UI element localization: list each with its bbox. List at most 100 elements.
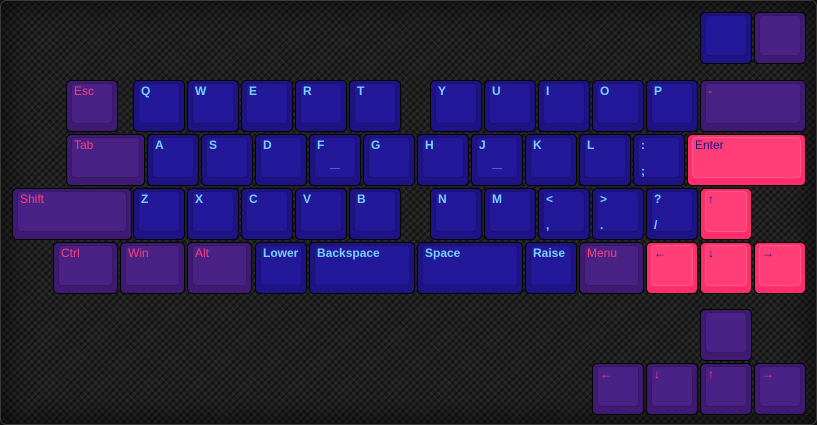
keycap-top [705,366,747,407]
key-h[interactable]: H [417,134,469,186]
keycap-top [260,137,302,178]
key-v[interactable]: V [295,188,347,240]
key-legend-secondary: , [546,218,550,232]
key-arrow-left[interactable]: ← [646,242,698,294]
keycap-top [152,137,194,178]
keycap-top [543,83,585,124]
keycap-top [192,83,234,124]
keycap-top [435,83,477,124]
key-legend: > [600,192,608,206]
key-legend: X [195,192,204,206]
key-z[interactable]: Z [133,188,185,240]
key-legend: V [303,192,312,206]
keycap-top [692,137,801,178]
key-c[interactable]: C [241,188,293,240]
key-p[interactable]: P [646,80,698,132]
key-b[interactable]: B [349,188,401,240]
keycap-top [597,83,639,124]
key-legend: M [492,192,502,206]
key-legend: I [546,84,550,98]
key-tab[interactable]: Tab [66,134,145,186]
key-y[interactable]: Y [430,80,482,132]
keycap-top [651,83,693,124]
key-legend: U [492,84,501,98]
key-legend: H [425,138,434,152]
key-legend: ↓ [654,367,660,381]
keycap-top [354,191,396,232]
key-cluster-right[interactable]: → [754,363,806,415]
keycap-top [476,137,518,178]
key-alt[interactable]: Alt [187,242,252,294]
key-j[interactable]: J [471,134,523,186]
keycap-top [192,191,234,232]
key-enter[interactable]: Enter [687,134,806,186]
keycap-top [759,245,801,286]
key-lower[interactable]: Lower [255,242,307,294]
key-semicolon[interactable]: :; [633,134,685,186]
key-e[interactable]: E [241,80,293,132]
key-arrow-up[interactable]: ↑ [700,188,752,240]
key-slash[interactable]: ?/ [646,188,698,240]
key-comma[interactable]: <, [538,188,590,240]
key-r[interactable]: R [295,80,347,132]
key-win[interactable]: Win [120,242,185,294]
key-raise[interactable]: Raise [525,242,577,294]
keycap-top [543,191,585,232]
keycap-top [300,83,342,124]
key-cluster-down[interactable]: ↓ [646,363,698,415]
key-legend: Tab [74,138,94,152]
key-x[interactable]: X [187,188,239,240]
key-extra-2[interactable] [754,12,806,64]
key-shift[interactable]: Shift [12,188,132,240]
key-d[interactable]: D [255,134,307,186]
key-arrow-down[interactable]: ↓ [700,242,752,294]
key-legend: Y [438,84,447,98]
key-backspace[interactable]: Backspace [309,242,415,294]
key-menu[interactable]: Menu [579,242,644,294]
key-o[interactable]: O [592,80,644,132]
keycap-top [300,191,342,232]
key-q[interactable]: Q [133,80,185,132]
key-g[interactable]: G [363,134,415,186]
key-extra-1[interactable] [700,12,752,64]
key-cluster-top[interactable] [700,309,752,361]
key-legend: ↓ [708,246,714,260]
key-legend: L [587,138,595,152]
key-space[interactable]: Space [417,242,523,294]
key-esc[interactable]: Esc [66,80,118,132]
key-legend: K [533,138,542,152]
key-k[interactable]: K [525,134,577,186]
homing-bump-icon [492,168,502,169]
key-cluster-up[interactable]: ↑ [700,363,752,415]
key-minus[interactable]: - [700,80,806,132]
key-a[interactable]: A [147,134,199,186]
key-n[interactable]: N [430,188,482,240]
key-i[interactable]: I [538,80,590,132]
key-legend: ← [600,367,612,381]
key-w[interactable]: W [187,80,239,132]
keycap-top [260,245,302,286]
key-legend: P [654,84,663,98]
key-t[interactable]: T [349,80,401,132]
key-legend-secondary: / [654,218,658,232]
key-period[interactable]: >. [592,188,644,240]
key-legend-secondary: . [600,218,604,232]
key-m[interactable]: M [484,188,536,240]
key-legend: Shift [20,192,45,206]
key-legend: G [371,138,381,152]
keycap-top [584,137,626,178]
keycap-top [759,15,801,56]
key-ctrl[interactable]: Ctrl [53,242,118,294]
key-l[interactable]: L [579,134,631,186]
key-u[interactable]: U [484,80,536,132]
keycap-top [422,245,518,286]
key-cluster-left[interactable]: ← [592,363,644,415]
keycap-top [597,191,639,232]
keycap-top [246,191,288,232]
key-legend: Ctrl [61,246,80,260]
key-legend: Alt [195,246,210,260]
key-f[interactable]: F [309,134,361,186]
key-s[interactable]: S [201,134,253,186]
key-arrow-right[interactable]: → [754,242,806,294]
